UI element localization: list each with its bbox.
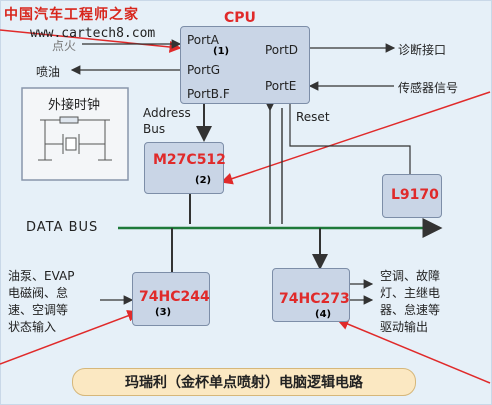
l9170-label: L9170 [391,187,439,203]
pointer-line-hc273 [336,318,491,384]
eprom-chip: M27C512 (2) [144,142,226,194]
l9170-chip: L9170 [382,174,442,218]
eprom-label: M27C512 [153,152,226,168]
port-a-input-label: 点火 [52,39,77,53]
hc244-marker: (3) [155,307,172,318]
hc273-desc-line: 驱动输出 [380,320,429,334]
fuel-injection-label: 喷油 [36,65,61,79]
hc244-description: 油泵、EVAP 电磁阀、怠 速、空调等 状态输入 [8,268,74,336]
sensor-signal-label: 传感器信号 [398,81,459,95]
reset-line [289,104,411,174]
cpu-port-d: PortD [265,43,299,57]
external-clock-label: 外接时钟 [48,98,101,113]
hc244-desc-line: 速、空调等 [8,303,69,317]
cpu-port-bf: PortB.F [187,87,230,101]
hc244-desc-line: 油泵、EVAP [8,269,75,283]
hc273-desc-line: 空调、故障 [380,269,441,283]
watermark-site-name: 中国汽车工程师之家 [4,7,139,23]
hc244-desc-line: 电磁阀、怠 [8,286,69,300]
hc273-chip: 74HC273 (4) [272,268,350,322]
data-bus-label: DATA BUS [26,220,99,235]
footer-title: 玛瑞利（金杯单点喷射）电脑逻辑电路 [72,368,416,396]
watermark-url: www.cartech8.com [30,26,156,41]
hc273-marker: (4) [315,309,332,320]
cpu-port-g: PortG [187,63,221,77]
hc244-label: 74HC244 [139,289,210,305]
hc244-chip: 74HC244 (3) [132,272,210,326]
reset-label: Reset [296,110,330,124]
pointer-line-cpu [0,29,182,53]
cpu-marker: (1) [213,46,230,57]
cpu-title: CPU [224,10,256,26]
hc244-desc-line: 状态输入 [8,320,57,334]
hc273-desc-line: 灯、主继电 [380,286,441,300]
address-bus-label-line1: Address [143,106,191,120]
hc273-label: 74HC273 [279,291,350,307]
cpu-box: PortA (1) PortG PortB.F PortD PortE [180,26,310,104]
diagnostic-port-label: 诊断接口 [398,43,447,57]
address-bus-label-line2: Bus [143,122,166,136]
pointer-line-eprom [220,91,491,185]
hc273-desc-line: 器、怠速等 [380,303,441,317]
hc273-description: 空调、故障 灯、主继电 器、怠速等 驱动输出 [380,268,440,336]
cpu-port-e: PortE [265,79,297,93]
pointer-line-hc244 [0,310,140,365]
clock-schematic-icon [21,87,129,181]
eprom-marker: (2) [195,175,212,186]
cpu-port-a: PortA [187,33,219,47]
